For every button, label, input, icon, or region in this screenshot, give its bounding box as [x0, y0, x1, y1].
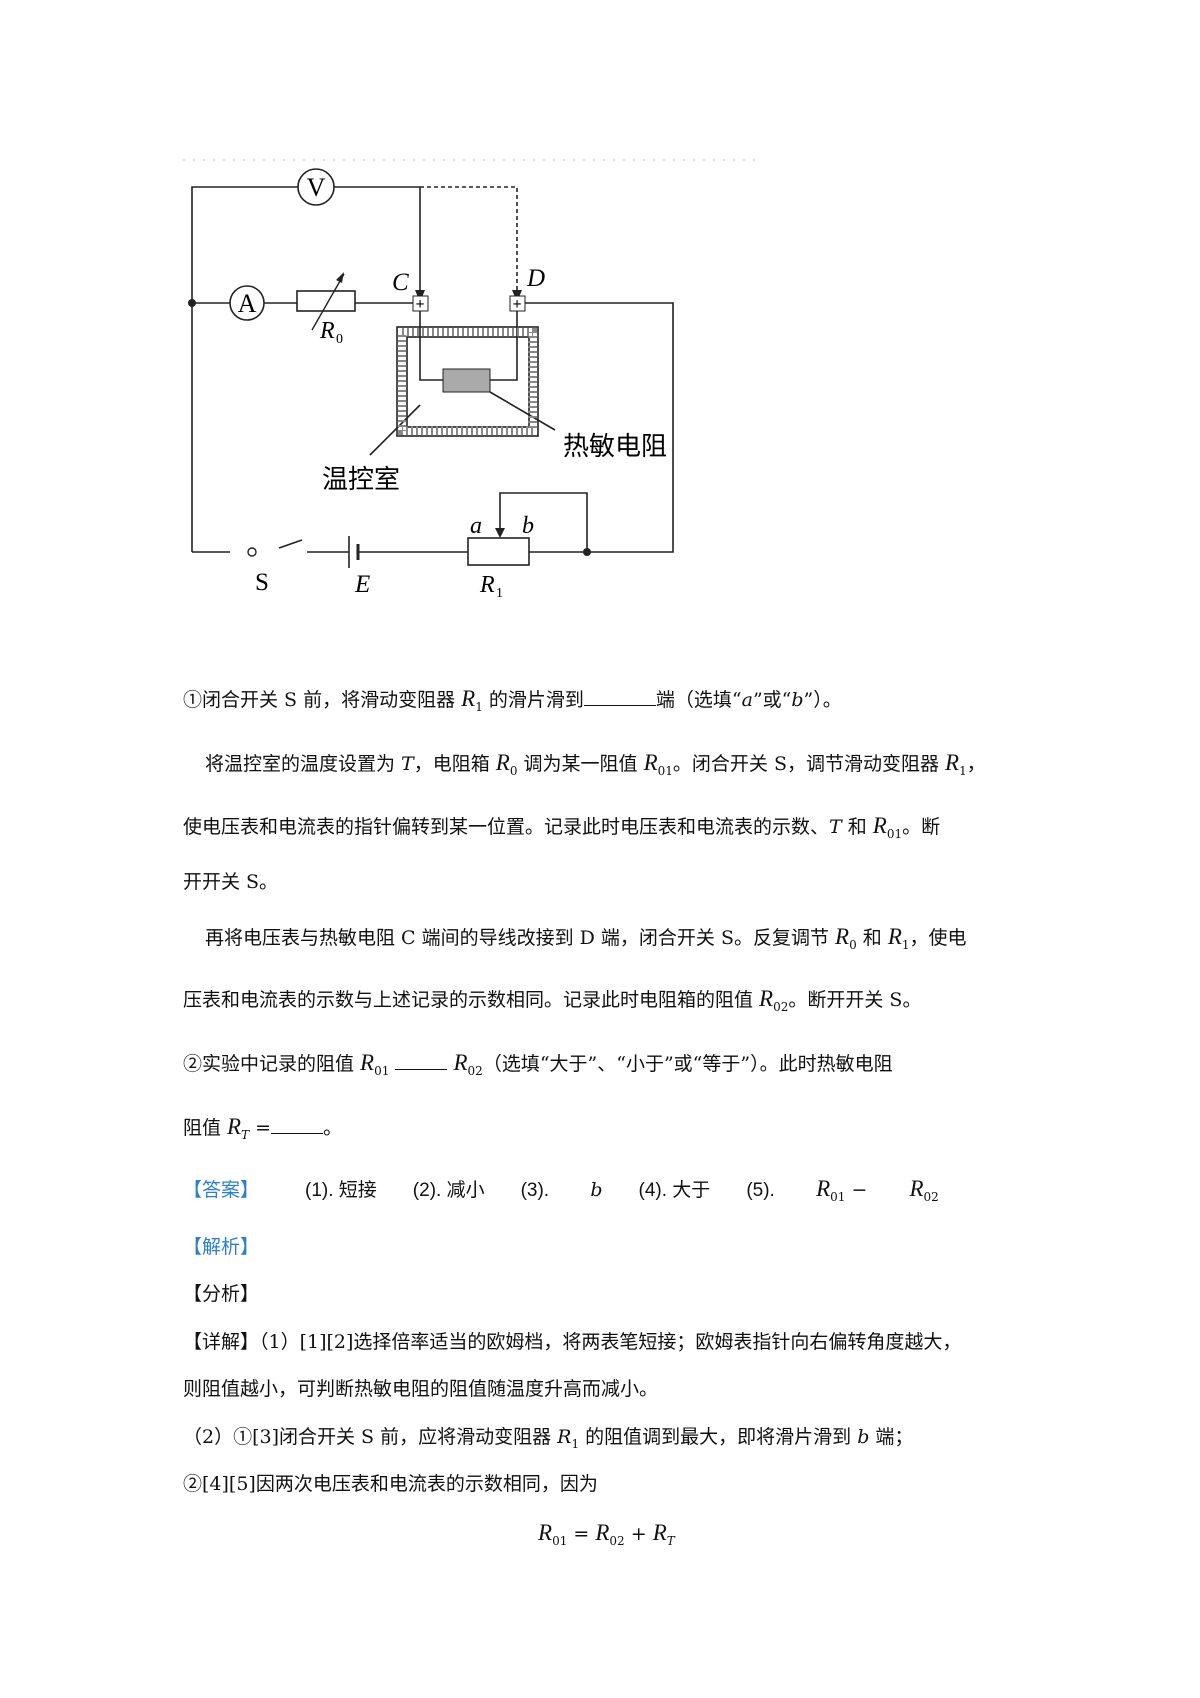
answer-line: 【答案】(1). 短接(2). 减小(3). b(4). 大于(5). R01 …	[183, 1176, 939, 1204]
paragraph: 再将电压表与热敏电阻 C 端间的导线改接到 D 端，闭合开关 S。反复调节 R0…	[205, 924, 967, 952]
paragraph: 压表和电流表的示数与上述记录的示数相同。记录此时电阻箱的阻值 R02。断开开关 …	[183, 986, 922, 1014]
svg-text:a: a	[470, 513, 482, 539]
ammeter-icon: A	[229, 285, 265, 321]
detail-line: ②[4][5]因两次电压表和电流表的示数相同，因为	[183, 1473, 598, 1495]
fenxi-label: 【分析】	[183, 1283, 260, 1305]
svg-text:1: 1	[496, 586, 503, 601]
svg-text:+: +	[415, 296, 424, 313]
thermistor-label: 热敏电阻	[563, 432, 667, 461]
svg-text:V: V	[307, 173, 326, 202]
paragraph: 使电压表和电流表的指针偏转到某一位置。记录此时电压表和电流表的示数、T 和 R0…	[183, 813, 941, 841]
svg-text:+: +	[512, 296, 521, 313]
detail-line: 【详解】（1）[1][2]选择倍率适当的欧姆档，将两表笔短接；欧姆表指针向右偏转…	[183, 1331, 962, 1353]
detail-line: （2）①[3]闭合开关 S 前，应将滑动变阻器 R1 的阻值调到最大，即将滑片滑…	[183, 1426, 914, 1451]
svg-text:S: S	[255, 569, 269, 596]
chamber-label: 温控室	[322, 465, 400, 494]
question-1: ①闭合开关 S 前，将滑动变阻器 R1 的滑片滑到端（选填“a”或“b”）。	[183, 686, 842, 714]
formula: R01 = R02 + RT	[538, 1520, 675, 1548]
voltmeter-icon: V	[297, 168, 335, 206]
svg-text:D: D	[526, 265, 545, 292]
svg-text:C: C	[392, 269, 409, 296]
question-2b: 阻值 RT =。	[183, 1114, 343, 1142]
terminal-d-icon: +	[509, 295, 526, 313]
svg-text:b: b	[522, 513, 534, 539]
svg-text:R: R	[319, 318, 335, 344]
svg-text:0: 0	[336, 332, 343, 347]
svg-text:A: A	[238, 289, 257, 318]
paragraph: 开开关 S。	[183, 871, 279, 893]
detail-line: 则阻值越小，可判断热敏电阻的阻值随温度升高而减小。	[183, 1378, 659, 1400]
analysis-label: 【解析】	[183, 1236, 260, 1258]
svg-text:E: E	[354, 571, 370, 598]
question-2: ②实验中记录的阻值 R01 R02（选填“大于”、“小于”或“等于”）。此时热敏…	[183, 1050, 893, 1078]
paragraph: 将温控室的温度设置为 T，电阻箱 R0 调为某一阻值 R01。闭合开关 S，调节…	[205, 750, 986, 778]
svg-text:R: R	[479, 572, 495, 598]
terminal-c-icon: +	[412, 295, 429, 313]
